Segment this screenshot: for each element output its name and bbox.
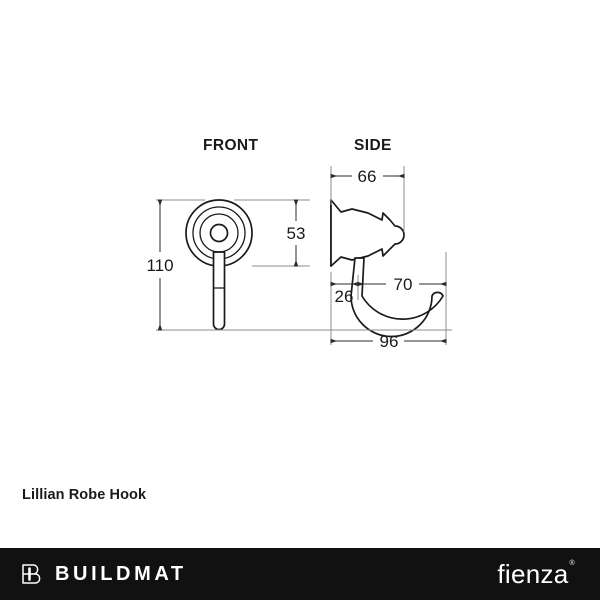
footer-bar: BUILDMAT fienza®: [0, 548, 600, 600]
dimension-value-53: 53: [287, 224, 306, 243]
buildmat-logo: BUILDMAT: [20, 563, 187, 585]
drawing-canvas: FRONT SIDE: [146, 137, 452, 351]
buildmat-b-mark-icon: [22, 564, 41, 584]
dimension-value-66: 66: [358, 167, 377, 186]
dimension-depth-overall: 96: [330, 332, 447, 351]
dimension-stem-offset: 26: [330, 281, 359, 306]
fienza-wordmark: fienza: [497, 559, 569, 589]
product-title: Lillian Robe Hook: [22, 487, 147, 503]
dimension-value-110: 110: [146, 256, 173, 275]
rosette-centre-boss: [209, 223, 229, 243]
fienza-logo: fienza®: [497, 559, 575, 589]
side-view-geometry: [330, 199, 444, 338]
view-label-side: SIDE: [354, 137, 392, 154]
buildmat-wordmark: BUILDMAT: [55, 563, 187, 585]
dimension-hook-reach: 70: [357, 275, 447, 294]
dimension-value-96: 96: [380, 332, 399, 351]
dimension-value-26: 26: [335, 287, 354, 306]
dimension-plate-depth: 66: [330, 167, 405, 186]
front-stem: [212, 251, 226, 331]
hook-arm: [350, 257, 444, 338]
dimension-height-overall: 110: [146, 199, 174, 331]
side-body-profile: [330, 199, 405, 267]
technical-drawing: FRONT SIDE: [146, 137, 452, 351]
front-view-geometry: [185, 199, 253, 331]
dimension-plate-height: 53: [287, 199, 306, 267]
dimension-value-70: 70: [394, 275, 413, 294]
fienza-registered-mark: ®: [569, 560, 575, 568]
view-label-front: FRONT: [203, 137, 259, 154]
